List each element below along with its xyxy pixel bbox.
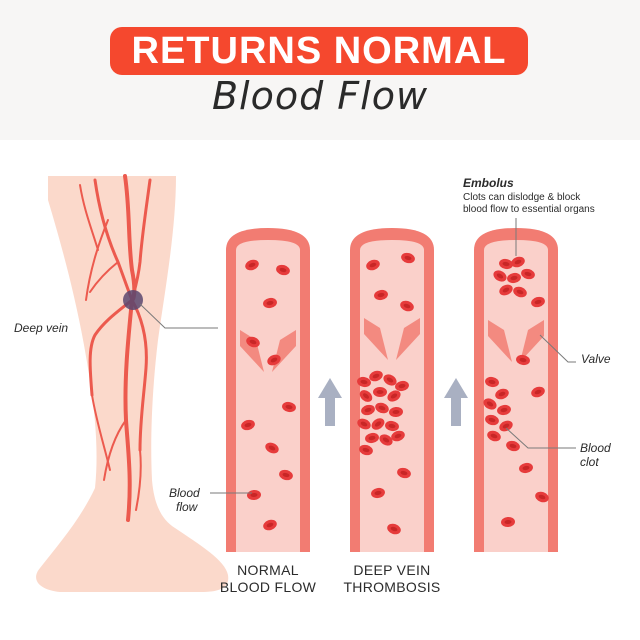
page-subtitle: Blood Flow <box>211 74 429 118</box>
valve-left <box>240 330 264 372</box>
vein-label-dvt: DEEP VEIN THROMBOSIS <box>317 562 467 596</box>
blood-flow-label-line1: Blood <box>169 486 200 500</box>
embolus-desc-line1: Clots can dislodge & block <box>463 192 581 203</box>
title-banner: RETURNS NORMAL <box>110 27 528 75</box>
deep-vein-label: Deep vein <box>14 321 68 335</box>
vein-label-normal: NORMAL BLOOD FLOW <box>193 562 343 596</box>
leg-illustration <box>36 174 229 592</box>
blood-clot-label-line2: clot <box>580 455 599 469</box>
embolus-title: Embolus <box>463 176 514 190</box>
up-arrow-icon <box>444 378 468 426</box>
vein-dvt <box>350 228 434 552</box>
valve-leader <box>539 334 576 363</box>
vein-label-dvt-line1: DEEP VEIN <box>353 562 431 578</box>
vein-embolus <box>474 228 558 552</box>
blood-clot-label-line1: Blood <box>580 441 611 455</box>
vein-label-normal-line1: NORMAL <box>237 562 299 578</box>
page-title: RETURNS NORMAL <box>131 29 507 72</box>
deep-vein-leader <box>139 303 218 329</box>
blood-clot-leader <box>505 427 576 449</box>
vein-label-dvt-line2: THROMBOSIS <box>343 579 441 595</box>
deep-vein-marker <box>123 290 143 310</box>
embolus-desc-line2: blood flow to essential organs <box>463 204 595 215</box>
vein-normal <box>226 228 310 552</box>
blood-flow-label-line2: flow <box>176 500 199 514</box>
flow-arrows <box>318 378 468 426</box>
valve-label: Valve <box>581 352 611 366</box>
up-arrow-icon <box>318 378 342 426</box>
vein-label-normal-line2: BLOOD FLOW <box>219 579 317 595</box>
